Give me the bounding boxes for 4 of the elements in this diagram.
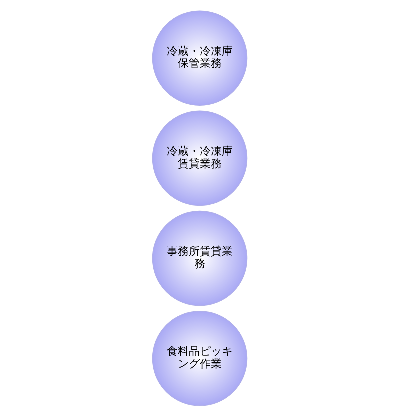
- node-circle: 事務所賃貸業務: [152, 210, 248, 306]
- node-circle: 食料品ピッキング作業: [152, 311, 248, 406]
- node-circle: 冷蔵・冷凍庫保管業務: [152, 10, 248, 106]
- node-circle: 冷蔵・冷凍庫賃貸業務: [152, 110, 248, 206]
